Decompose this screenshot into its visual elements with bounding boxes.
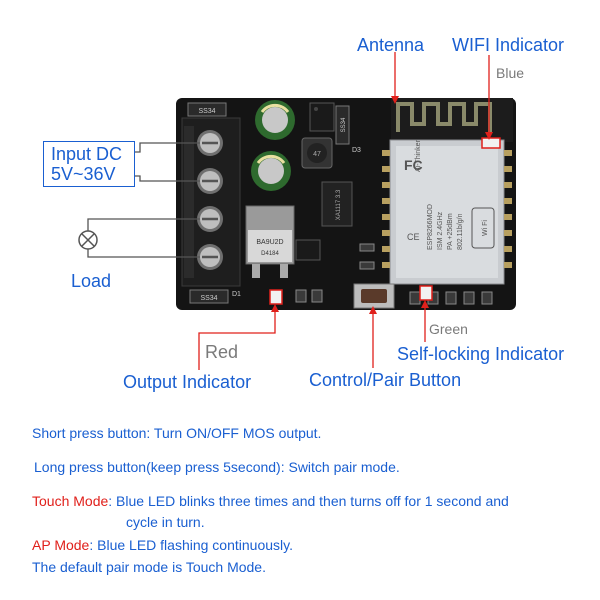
silk-d3: D3 <box>352 147 361 154</box>
svg-text:802.11b/g/n: 802.11b/g/n <box>457 213 464 250</box>
svg-text:FC: FC <box>404 157 423 173</box>
ap-mode-label: AP Mode <box>32 537 90 553</box>
silk-d1: D1 <box>232 291 241 298</box>
output-led <box>269 289 283 305</box>
svg-text:Wi Fi: Wi Fi <box>482 220 489 236</box>
smd-ic-mid <box>295 239 321 261</box>
antenna-label: Antenna <box>357 35 425 55</box>
note-default-mode: The default pair mode is Touch Mode. <box>32 559 266 575</box>
note-ap-mode: AP Mode: Blue LED flashing continuously. <box>32 537 293 553</box>
touch-mode-text: : Blue LED blinks three times and then t… <box>108 493 509 509</box>
wires <box>87 142 200 258</box>
load-lamp-icon <box>78 230 98 250</box>
control-pair-button-label: Control/Pair Button <box>309 370 462 390</box>
svg-text:XA1117 3.3: XA1117 3.3 <box>336 189 342 220</box>
capacitor-bottom <box>251 151 291 191</box>
diode-ss34-right: SS34 <box>335 105 350 145</box>
ap-mode-text: : Blue LED flashing continuously. <box>89 537 293 553</box>
screw-3 <box>197 206 223 232</box>
self-locking-led-color-label: Green <box>429 321 468 337</box>
input-dc-line1: Input DC <box>51 144 123 164</box>
antenna-trace <box>391 98 513 142</box>
esp8266-module: FC Ai-Thinker ESP8266MOD ISM 2.4GHz PA +… <box>382 139 512 285</box>
pcb-diagram: SS34 SS34 SS34 47 BA9U2D D4184 <box>78 52 516 370</box>
wifi-led <box>481 137 501 149</box>
svg-text:ISM 2.4GHz: ISM 2.4GHz <box>437 211 444 250</box>
output-indicator-label: Output Indicator <box>123 372 252 392</box>
svg-text:ESP8266MOD: ESP8266MOD <box>427 204 434 250</box>
smd-ic-top <box>309 102 335 132</box>
svg-text:BA9U2D: BA9U2D <box>256 239 283 246</box>
smd-resistors <box>295 243 493 305</box>
screw-2 <box>197 168 223 194</box>
svg-text:PA +25dBm: PA +25dBm <box>447 213 454 250</box>
svg-text:47: 47 <box>313 151 321 158</box>
input-dc-label: Input DC 5V~36V <box>43 141 135 187</box>
output-led-color-label: Red <box>205 342 239 362</box>
diode-ss34-top: SS34 <box>187 102 227 117</box>
screw-1 <box>197 130 223 156</box>
capacitor-top <box>255 100 295 140</box>
screw-terminal <box>181 117 241 287</box>
diode-ss34-bottom: SS34 <box>189 289 229 304</box>
screw-4 <box>197 244 223 270</box>
inductor: 47 <box>301 137 333 169</box>
regulator: XA1117 3.3 <box>321 181 353 227</box>
svg-text:SS34: SS34 <box>200 295 217 302</box>
note-long-press: Long press button(keep press 5second): S… <box>34 459 400 475</box>
note-touch-mode: Touch Mode: Blue LED blinks three times … <box>32 493 509 509</box>
note-touch-mode-cont: cycle in turn. <box>126 514 205 530</box>
load-label: Load <box>71 271 112 291</box>
note-short-press: Short press button: Turn ON/OFF MOS outp… <box>32 425 322 441</box>
svg-text:D4184: D4184 <box>261 251 279 257</box>
input-dc-line2: 5V~36V <box>51 164 116 184</box>
callout-lines <box>198 52 493 370</box>
svg-text:CE: CE <box>407 232 420 242</box>
self-locking-indicator-label: Self-locking Indicator <box>397 344 565 364</box>
svg-text:SS34: SS34 <box>341 117 347 132</box>
pair-button <box>353 283 395 309</box>
touch-mode-label: Touch Mode <box>32 493 109 509</box>
mosfet: BA9U2D D4184 <box>245 205 295 278</box>
svg-text:SS34: SS34 <box>198 108 215 115</box>
wifi-indicator-label: WIFI Indicator <box>452 35 565 55</box>
wifi-led-color-label: Blue <box>496 65 525 81</box>
svg-text:Ai-Thinker: Ai-Thinker <box>415 139 422 172</box>
self-locking-led <box>419 285 433 301</box>
